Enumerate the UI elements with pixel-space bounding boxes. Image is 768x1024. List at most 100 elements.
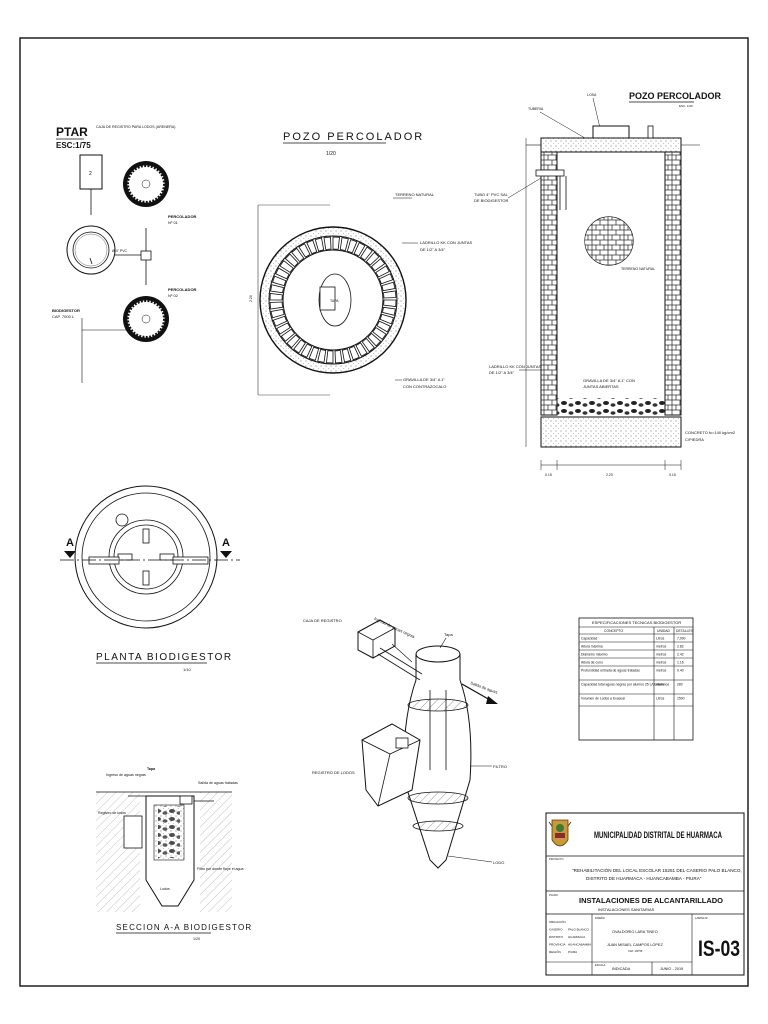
specs-cell: Volumen de Lodos a Evacuar [581,697,626,701]
specs-cell: 1500 [677,697,685,701]
pozo-title: POZO PERCOLADOR [283,131,424,143]
brick [375,265,390,278]
municipal-logo [548,819,572,847]
specs-header-1: UNIDAD [657,629,671,633]
corte-scale: ESC: 1/20 [679,104,693,108]
svg-text:0.15: 0.15 [669,473,676,477]
corte-label-losa: LOSA [587,93,597,97]
pozo-plan: POZO PERCOLADOR 1/20 TAPA 2.20 TERRENO N… [249,131,472,396]
tb-escala-label: ESCALA [595,963,606,967]
tb-loc-label: UBICACIÓN [549,919,566,924]
brick [276,322,291,335]
title-block: MUNICIPALIDAD DISTRITAL DE HUARMACA PROY… [545,812,745,976]
ptar-caja-label: CAJA DE REGISTRO PARA LODOS (ARENERA) [96,125,175,129]
brick [382,306,396,316]
pozo-scale: 1/20 [326,151,336,157]
brick [365,251,380,266]
brick [284,253,299,268]
corte-label-tuberia: TUBERIA [528,107,544,111]
specs-cell: Litros [656,697,665,701]
brick [280,328,296,342]
brick [286,334,301,349]
corte-label-ladrillo-sub: DE 1/2" A 3/4" [489,370,515,375]
corte-wall-right [664,151,682,416]
tb-lamina-label: LAMINA Nº [695,916,708,920]
planta-scale: 1/10 [183,667,192,672]
brick [279,260,294,273]
specs-cell: Diámetro máximo [581,653,608,657]
iso-label-lodo: LODO [493,860,504,865]
tb-designer2-sub: CAP. 1/6756 [628,949,643,953]
tb-plano: INSTALACIONES DE ALCANTARILLADO [579,896,723,905]
seccion-label-ingreso: Ingreso de aguas negras [106,773,146,777]
specs-cell: metros [656,669,667,673]
tb-loc-label: PROVINCIA [549,943,566,947]
seccion-label-filtro: Filtro por donde fluye el agua [197,867,244,871]
tb-loc-label: REGIÓN [549,949,561,954]
iso-label-registro: REGISTRO DE LODOS [312,770,355,775]
brick [353,242,366,257]
brick [346,239,358,254]
specs-cell: Litros [656,637,665,641]
brick [383,290,397,299]
brick [291,247,305,263]
brick [381,281,396,292]
ptar-biodigestor-sub: CAP. 7000 L [52,314,75,319]
svg-text:2: 2 [89,171,92,177]
specs-cell: metros [656,661,667,665]
tb-loc-value: HUARMACA [568,935,585,939]
tb-sheet-number: IS-03 [698,936,740,961]
tb-loc-label: DISTRITO [549,935,564,939]
tb-plano-sub: INSTALACIONES SANITARIAS [598,907,655,912]
brick [334,350,343,364]
tb-designer: OVALDORIO LARA TINEO [612,930,658,934]
isometric-biodigestor: CAJA DE REGISTRO Ingreso de aguas negras… [303,616,507,869]
specs-cell: Capacidad [581,637,597,641]
brick [372,327,387,340]
specs-cell: Altura máxima [581,645,603,649]
brick [323,236,332,250]
iso-label-tapa: Tapa [444,632,453,637]
brick [272,315,288,327]
brick [361,337,375,353]
specs-cell: Alumnos [656,683,669,687]
corte-label-grava: GRAVILLA DE 3/4" A 1" CON [583,378,635,383]
svg-text:TAPA: TAPA [330,299,339,303]
ptar-perc1-sub: Nº 01 [168,220,179,225]
specs-header-2: DETALLES [676,629,694,633]
tb-entity: MUNICIPALIDAD DISTRITAL DE HUARMACA [594,830,722,840]
tb-fecha: JUNIO - 2019 [660,967,683,971]
corte-label-cimiento-sub: C/PIEDRA [685,437,704,442]
specs-cell: Profundidad entrada de aguas tratadas [581,669,640,673]
brick [308,346,320,361]
pozo-section: POZO PERCOLADOR ESC: 1/20 LOSA TUBERIA T… [474,91,736,477]
corte-gravel [557,398,665,416]
specs-table: ESPECIFICACIONES TECNICAS BIODIGESTOR CO… [578,617,694,741]
tb-project-label: PROYECTO [549,857,564,861]
seccion-scale: 1/20 [193,937,200,941]
pozo-label-grava: GRAVILLA DE 3/4" A 1" [403,377,445,382]
iso-label-caja: CAJA DE REGISTRO [303,618,342,623]
brick [360,246,373,261]
ptar-biodigestor-label: BIODIGESTOR [52,308,80,313]
tb-designer2: JUAN MISAEL CAMPOS LOPEZ [607,943,663,947]
pozo-label-ladrillo: LADRILLO KK CON JUNTAS [420,240,472,245]
seccion-biodigestor: Tapa Ingreso de aguas negras Salida de a… [96,767,251,941]
planta-title: PLANTA BIODIGESTOR [96,652,233,663]
specs-cell: 2.42 [677,653,684,657]
brick [272,275,287,287]
planta-biodigestor: A A PLANTA BIODIGESTOR 1/10 [60,485,240,672]
svg-text:Ø 4" PVC: Ø 4" PVC [112,249,128,253]
brick [270,308,285,319]
ptar-perc2-label: PERCOLADOR [168,287,197,292]
specs-cell: 0.40 [677,669,684,673]
pozo-label-ladrillo-sub: DE 1/2" A 3/4" [420,247,446,252]
svg-text:2.20: 2.20 [249,295,253,302]
seccion-label-lodos: Lodos [160,887,170,891]
brick [383,299,397,307]
corte-label-relleno: TERRENO NATURAL [621,267,655,271]
seccion-label-tapa: Tapa [147,767,156,771]
corte-label-grava-sub: JUNTAS ABIERTAS [583,384,619,389]
iso-label-salida: Salida de aguas [470,680,499,695]
cut-label-left: A [66,537,74,549]
